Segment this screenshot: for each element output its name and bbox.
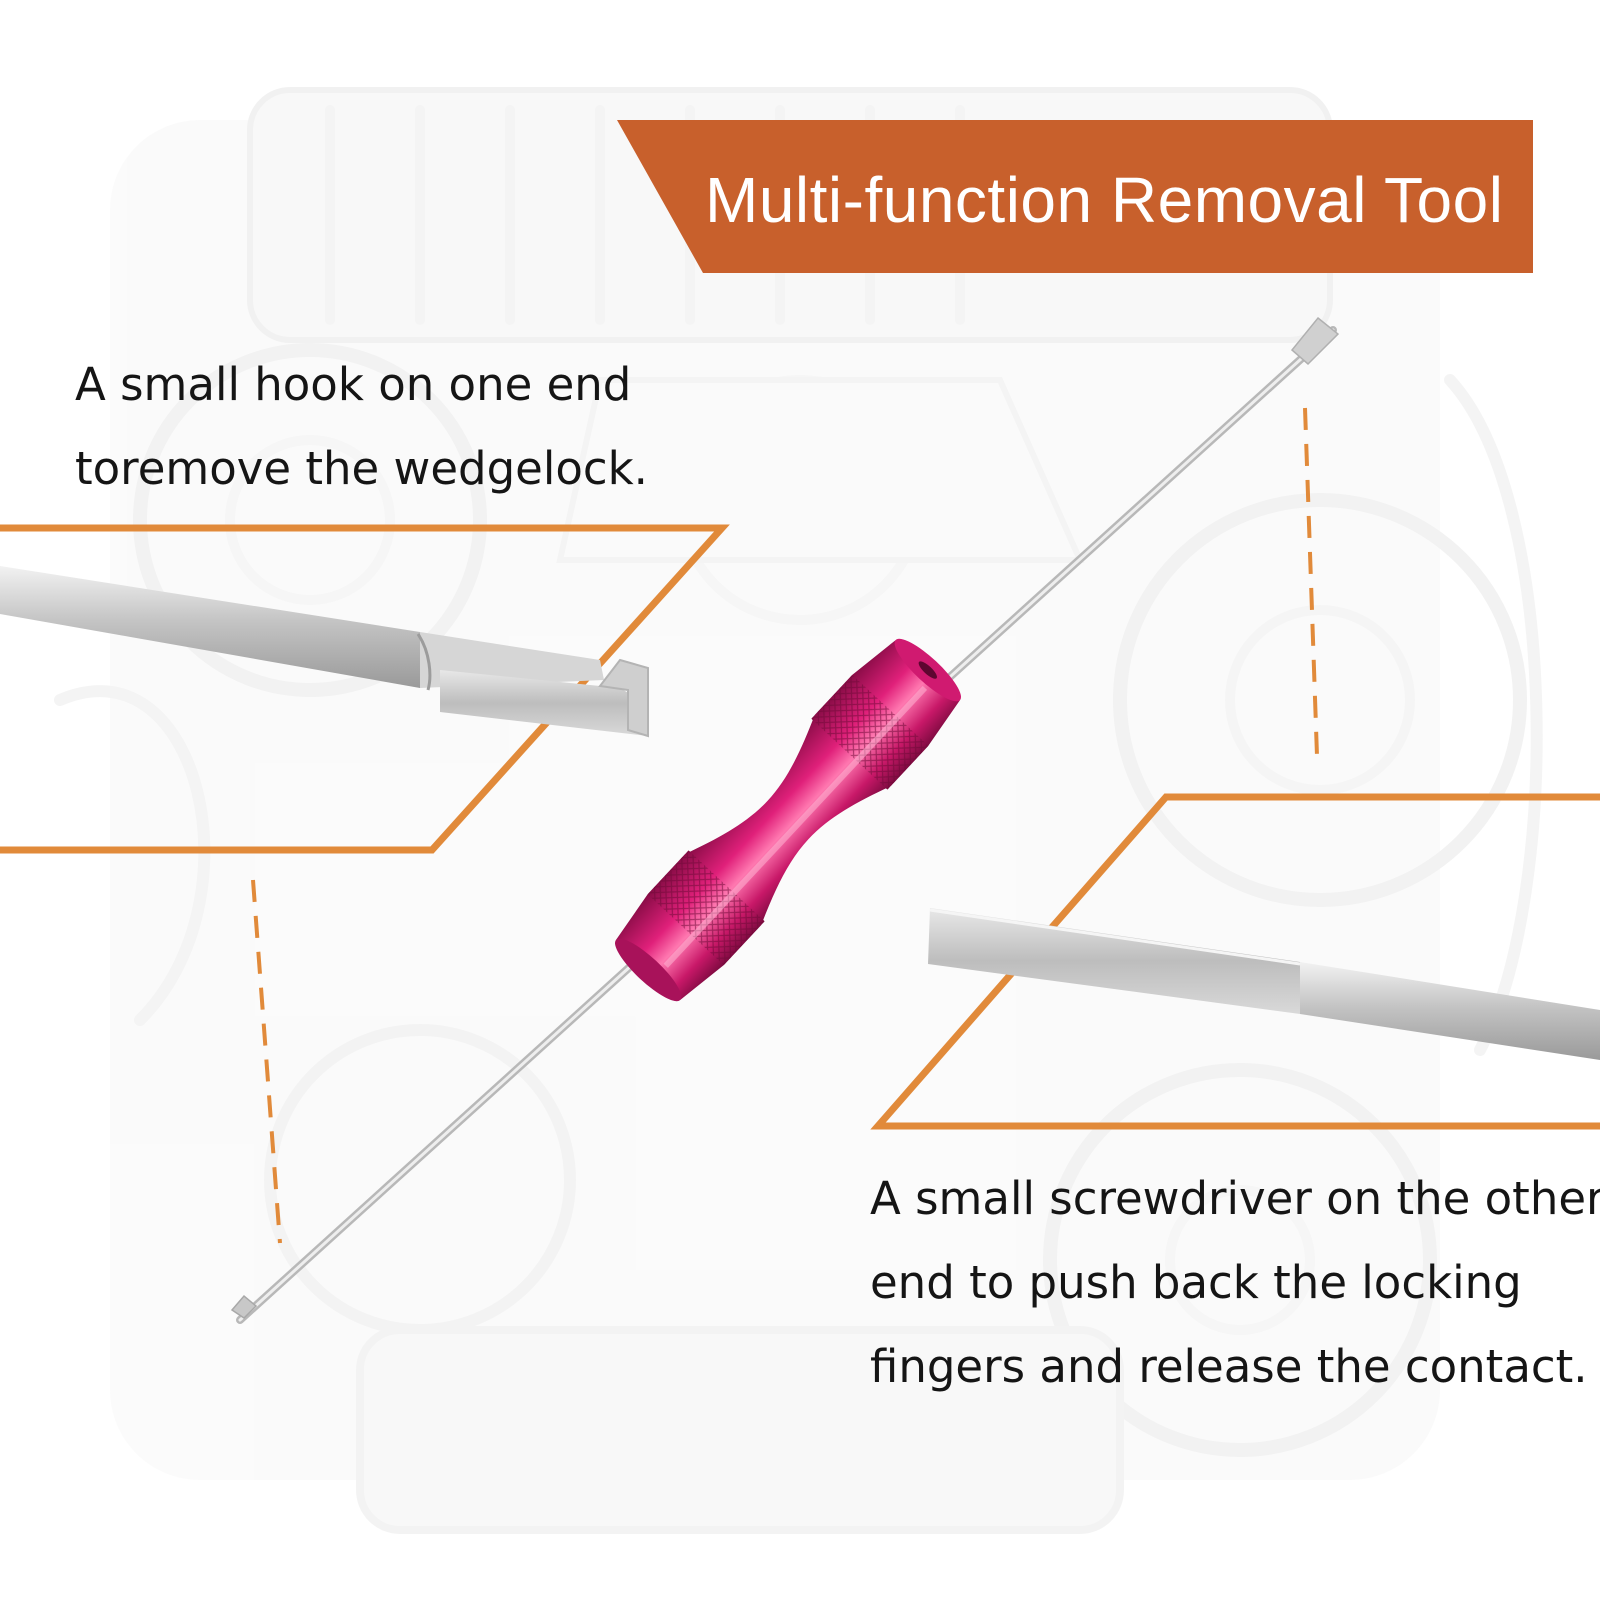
flat-blade-tip-icon: [928, 908, 1600, 1060]
page-title: Multi-function Removal Tool: [705, 164, 1504, 236]
double-ended-removal-tool: [230, 316, 1340, 1324]
screwdriver-callout-text: A small screwdriver on the other end to …: [870, 1157, 1600, 1409]
hook-callout-line: toremove the wedgelock.: [75, 442, 648, 495]
screwdriver-callout-line: A small screwdriver on the other: [870, 1172, 1600, 1225]
hook-callout-line: A small hook on one end: [75, 358, 632, 411]
hook-leader-line: [251, 879, 282, 1244]
title-banner: [617, 120, 1533, 273]
screwdriver-callout-line: end to push back the locking: [870, 1256, 1522, 1309]
pink-handle: [614, 638, 962, 1002]
screwdriver-leader-line: [1303, 407, 1319, 757]
screwdriver-callout-line: fingers and release the contact.: [870, 1340, 1588, 1393]
hook-callout-text: A small hook on one end toremove the wed…: [75, 343, 648, 511]
hook-tip-icon: [0, 566, 649, 738]
